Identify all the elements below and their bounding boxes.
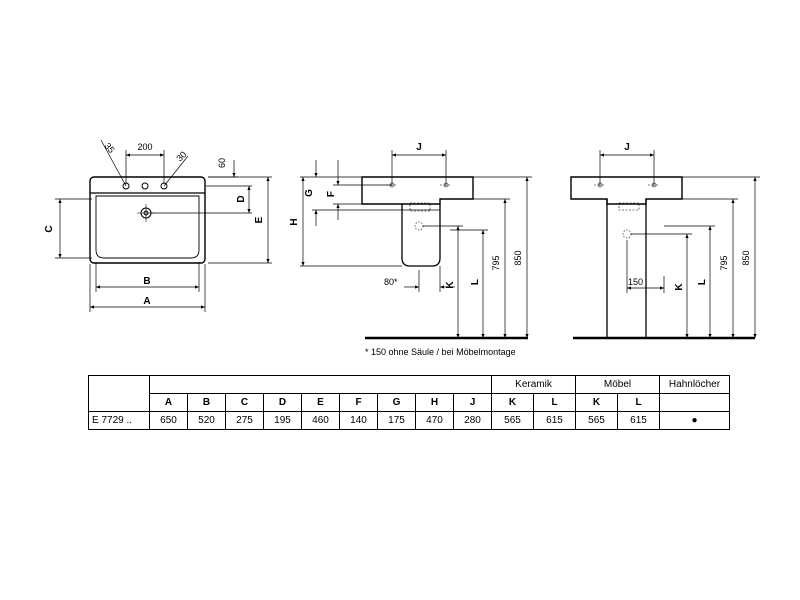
front-dim-850-text: 850 <box>741 250 751 265</box>
label-d: D <box>236 195 247 202</box>
side-basin-outline <box>361 176 474 205</box>
value-cell: 650 <box>149 411 188 430</box>
label-g: G <box>304 189 315 197</box>
column-header: H <box>415 393 454 412</box>
half-pedestal <box>401 204 441 267</box>
dimension-table: Keramik Möbel Hahnlöcher A B C D E F G H… <box>88 375 730 430</box>
model-cell: E 7729 .. <box>88 411 150 430</box>
label-e: E <box>254 216 265 223</box>
label-c: C <box>44 225 55 232</box>
dim-80-text: 80* <box>384 277 398 287</box>
basin-top-outline <box>89 176 206 264</box>
side-label-k: K <box>445 281 456 289</box>
group-keramik: Keramik <box>491 375 576 394</box>
value-cell: 615 <box>617 411 660 430</box>
dim-200-text: 200 <box>137 142 152 152</box>
table-column-header-row: A B C D E F G H J K L K L <box>89 393 730 412</box>
value-cell: 280 <box>453 411 492 430</box>
column-header: C <box>225 393 264 412</box>
dim-150-text: 150 <box>628 277 643 287</box>
column-header: K <box>491 393 534 412</box>
angle-35-text: 35 <box>102 141 116 155</box>
side-drain-symbol <box>414 221 424 231</box>
column-pedestal <box>606 199 647 338</box>
table-group-header-row: Keramik Möbel Hahnlöcher <box>88 375 730 412</box>
basin-bowl <box>95 195 200 259</box>
column-header: L <box>533 393 576 412</box>
side-label-j: J <box>416 142 422 153</box>
technical-drawing: 200 35 30 60 C D E B A <box>44 139 760 357</box>
table-empty-header <box>88 375 150 412</box>
column-header: A <box>149 393 188 412</box>
side-label-l: L <box>470 279 481 285</box>
label-h: H <box>289 218 300 225</box>
label-f: F <box>326 191 337 197</box>
footnote: * 150 ohne Säule / bei Möbelmontage <box>365 347 516 357</box>
label-b: B <box>143 276 150 287</box>
top-view <box>55 139 272 312</box>
front-basin-outline <box>570 176 683 205</box>
table-empty-group <box>149 375 492 394</box>
front-drain-symbol <box>622 229 632 239</box>
column-header: G <box>377 393 416 412</box>
group-hahnloecher: Hahnlöcher <box>659 375 730 394</box>
column-header: E <box>301 393 340 412</box>
column-header: L <box>617 393 660 412</box>
column-header: B <box>187 393 226 412</box>
side-dim-850-text: 850 <box>513 250 523 265</box>
value-cell: 175 <box>377 411 416 430</box>
value-cell: 615 <box>533 411 576 430</box>
dim-60-text: 60 <box>217 158 227 168</box>
front-dim-795-text: 795 <box>719 255 729 270</box>
table-row: E 7729 .. 650 520 275 195 460 140 175 47… <box>88 411 730 430</box>
column-header: J <box>453 393 492 412</box>
value-cell: 470 <box>415 411 454 430</box>
column-header-empty <box>659 393 730 412</box>
value-cell: 565 <box>575 411 618 430</box>
value-cell: 460 <box>301 411 340 430</box>
value-cell: 140 <box>339 411 378 430</box>
column-header: K <box>575 393 618 412</box>
value-cell: 275 <box>225 411 264 430</box>
column-header: F <box>339 393 378 412</box>
label-a: A <box>143 296 150 307</box>
group-moebel: Möbel <box>575 375 660 394</box>
front-label-l: L <box>697 279 708 285</box>
hahnloch-dot: ● <box>659 411 730 430</box>
front-view <box>570 150 760 340</box>
front-label-k: K <box>674 283 685 291</box>
side-view <box>300 150 532 340</box>
front-label-j: J <box>624 142 630 153</box>
tap-hole-center <box>141 182 149 190</box>
angle-30-text: 30 <box>174 149 188 163</box>
value-cell: 520 <box>187 411 226 430</box>
side-dim-795-text: 795 <box>491 255 501 270</box>
column-header: D <box>263 393 302 412</box>
value-cell: 565 <box>491 411 534 430</box>
value-cell: 195 <box>263 411 302 430</box>
